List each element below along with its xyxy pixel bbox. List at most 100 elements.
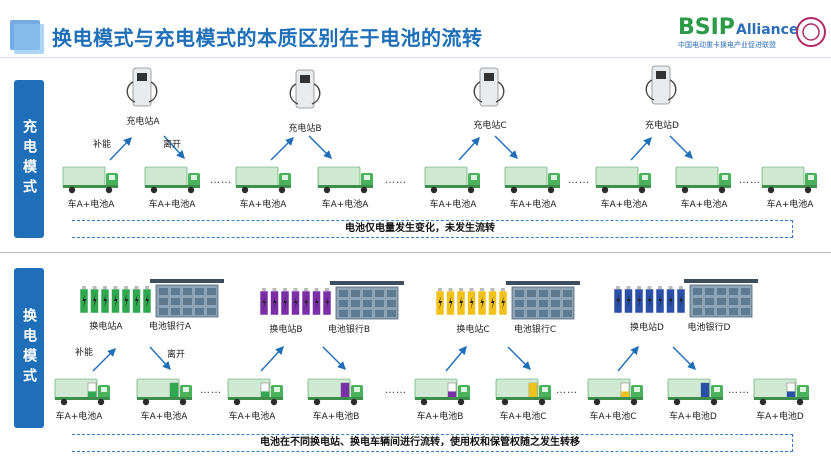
lightning-icon bbox=[616, 294, 620, 308]
lightning-icon bbox=[449, 296, 453, 310]
lightning-icon bbox=[145, 294, 149, 308]
storage-slot bbox=[515, 310, 524, 317]
storage-slot bbox=[195, 288, 204, 295]
header-separator bbox=[0, 57, 831, 58]
flow-arrow bbox=[322, 346, 346, 370]
charging-station-label: 充电站A bbox=[126, 117, 160, 127]
storage-slot bbox=[717, 308, 726, 315]
ellipsis: …… bbox=[568, 175, 590, 186]
logo-subtitle: 中国电动重卡换电产业促进联盟 bbox=[678, 40, 776, 49]
storage-slot bbox=[183, 308, 192, 315]
flow-arrow bbox=[92, 348, 116, 372]
truck-wheel bbox=[510, 186, 518, 194]
truck-cargo bbox=[317, 166, 361, 188]
station-roof bbox=[506, 281, 580, 285]
flow-arrow bbox=[260, 345, 284, 372]
truck-label: 车A+电池A bbox=[67, 200, 115, 210]
charging-station-label: 充电站B bbox=[288, 124, 322, 134]
charging-pile bbox=[473, 67, 505, 107]
truck-window bbox=[634, 387, 640, 392]
truck-label: 车A+电池B bbox=[312, 412, 360, 422]
battery-bank-label: 电池银行A bbox=[148, 322, 192, 332]
flow-arrow bbox=[308, 135, 332, 159]
battery-terminal bbox=[272, 288, 277, 291]
truck bbox=[235, 166, 291, 194]
ellipsis: …… bbox=[728, 385, 750, 396]
truck-wheel bbox=[97, 398, 105, 406]
battery-terminal bbox=[124, 286, 128, 289]
battery-terminal bbox=[448, 288, 453, 291]
truck-chassis bbox=[505, 185, 560, 188]
truck bbox=[227, 378, 283, 406]
truck-chassis bbox=[228, 397, 283, 400]
storage-slot bbox=[195, 308, 204, 315]
storage-slot bbox=[207, 298, 216, 305]
charger-cable bbox=[148, 81, 158, 103]
storage-slot bbox=[563, 310, 572, 317]
truck-window bbox=[101, 387, 107, 392]
charging-pile bbox=[126, 67, 158, 107]
storage-slot bbox=[171, 308, 180, 315]
truck-chassis bbox=[668, 397, 723, 400]
truck-chassis bbox=[318, 185, 373, 188]
truck-label: 车A+电池A bbox=[148, 200, 196, 210]
ellipsis: …… bbox=[210, 175, 232, 186]
storage-slot bbox=[339, 300, 348, 307]
lightning-icon bbox=[627, 294, 631, 308]
flow-arrow bbox=[445, 345, 467, 372]
truck-wheel bbox=[179, 398, 187, 406]
storage-slot bbox=[515, 300, 524, 307]
storage-slot bbox=[717, 298, 726, 305]
storage-slot bbox=[527, 310, 536, 317]
flow-arrow bbox=[163, 135, 185, 160]
battery-level bbox=[341, 383, 349, 397]
truck-label: 车A+电池A bbox=[600, 200, 648, 210]
ellipsis: …… bbox=[385, 175, 407, 186]
storage-slot bbox=[339, 310, 348, 317]
battery-terminal bbox=[480, 288, 484, 291]
storage-slot bbox=[563, 290, 572, 297]
lightning-icon bbox=[315, 296, 319, 310]
battery-terminal bbox=[325, 288, 329, 291]
charging-flow-band bbox=[72, 220, 793, 238]
truck-cargo bbox=[504, 166, 548, 188]
swap-station-label: 换电站B bbox=[269, 325, 303, 335]
truck-label: 车A+电池A bbox=[228, 412, 276, 422]
storage-slot bbox=[183, 298, 192, 305]
storage-slot bbox=[693, 288, 702, 295]
truck-wheel bbox=[350, 398, 358, 406]
storage-slot bbox=[515, 290, 524, 297]
storage-slot bbox=[207, 288, 216, 295]
storage-slot bbox=[375, 310, 384, 317]
charging-pile bbox=[289, 69, 321, 109]
battery-level bbox=[88, 391, 96, 397]
battery-terminal bbox=[134, 286, 139, 289]
truck bbox=[317, 166, 373, 194]
replenish-label: 补能 bbox=[74, 348, 94, 358]
charging-station-label: 充电站C bbox=[473, 121, 507, 131]
storage-slot bbox=[539, 290, 548, 297]
battery-level bbox=[701, 383, 709, 397]
truck bbox=[495, 378, 551, 406]
truck-label: 车A+电池A bbox=[239, 200, 287, 210]
battery-bank-label: 电池银行D bbox=[687, 323, 731, 333]
truck-label: 车A+电池C bbox=[499, 412, 547, 422]
truck-window bbox=[354, 387, 360, 392]
truck-cargo bbox=[761, 166, 805, 188]
truck-wheel bbox=[467, 186, 475, 194]
truck-label: 车A+电池A bbox=[509, 200, 557, 210]
logo-brand-left: BSIP bbox=[678, 15, 735, 40]
truck-chassis bbox=[496, 397, 551, 400]
lightning-icon bbox=[669, 294, 673, 308]
charger-screen bbox=[656, 71, 666, 79]
storage-slot bbox=[375, 300, 384, 307]
truck bbox=[54, 378, 110, 406]
flow-arrow bbox=[494, 135, 518, 159]
truck-wheel bbox=[323, 186, 331, 194]
flow-arrow bbox=[672, 346, 696, 370]
section-divider bbox=[0, 252, 831, 253]
truck-chassis bbox=[308, 397, 363, 400]
storage-slot bbox=[539, 310, 548, 317]
storage-slot bbox=[741, 288, 750, 295]
